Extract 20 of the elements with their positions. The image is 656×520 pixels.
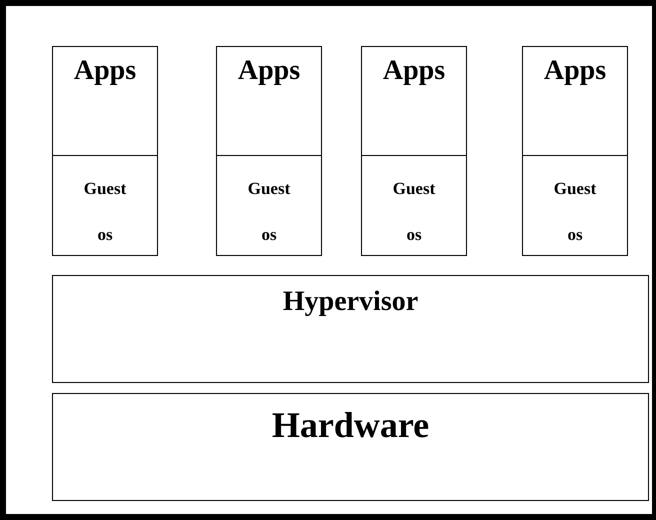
- box-label: Guest os: [246, 178, 292, 246]
- apps-box: [216, 46, 322, 156]
- box-label: Apps: [382, 55, 446, 87]
- guest-os-box: [52, 155, 158, 256]
- box-label: Guest os: [392, 178, 436, 246]
- hypervisor-layer: [52, 275, 649, 383]
- box-label: Guest os: [552, 178, 598, 246]
- box-label: Apps: [74, 55, 136, 87]
- box-label: Apps: [238, 55, 300, 87]
- apps-box: [52, 46, 158, 156]
- apps-box: [361, 46, 467, 156]
- hardware-layer: [52, 393, 649, 501]
- apps-box: [522, 46, 628, 156]
- box-label: Apps: [544, 55, 606, 87]
- box-label: Guest os: [82, 178, 128, 246]
- guest-os-box: [522, 155, 628, 256]
- guest-os-box: [361, 155, 467, 256]
- guest-os-box: [216, 155, 322, 256]
- box-label: Hardware: [272, 404, 430, 446]
- box-label: Hypervisor: [282, 286, 418, 318]
